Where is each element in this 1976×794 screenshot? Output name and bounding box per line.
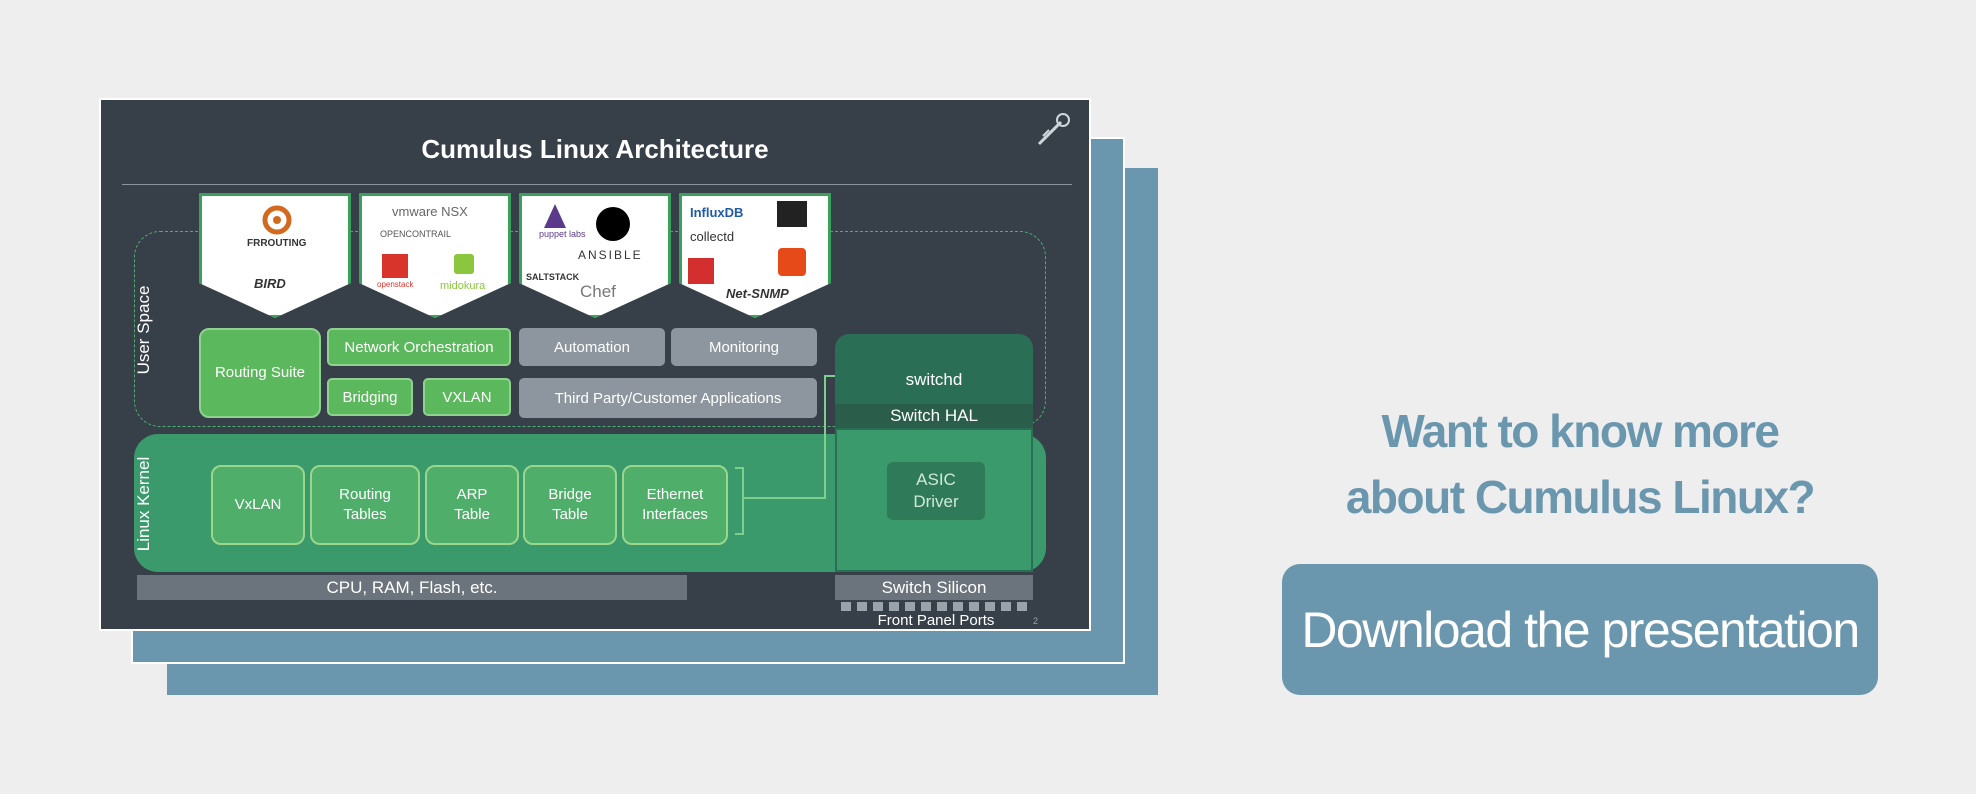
- port-icon: [905, 602, 915, 611]
- port-icon: [921, 602, 931, 611]
- cta-heading-line-1: Want to know more: [1381, 405, 1780, 457]
- zabbix-logo-icon: [688, 258, 714, 284]
- port-icon: [969, 602, 979, 611]
- switch-silicon-bar: Switch Silicon: [835, 575, 1033, 600]
- port-icon: [937, 602, 947, 611]
- bridge-table-block: Bridge Table: [523, 465, 617, 545]
- automation-block: Automation: [519, 328, 665, 366]
- routing-suite-block: Routing Suite: [199, 328, 321, 418]
- dark-logo-icon: [777, 201, 807, 227]
- ethernet-interfaces-block: Ethernet Interfaces: [622, 465, 728, 545]
- collectd-logo-text: collectd: [690, 229, 735, 244]
- port-icon: [985, 602, 995, 611]
- rocket-icon: [1037, 113, 1070, 146]
- frrouting-logo-icon: [262, 205, 292, 235]
- port-icon: [873, 602, 883, 611]
- influxdb-logo-text: InfluxDB: [690, 205, 744, 220]
- download-presentation-button[interactable]: Download the presentation: [1282, 564, 1878, 695]
- switch-hal-block: Switch HAL: [835, 404, 1033, 428]
- saltstack-logo-text: SALTSTACK: [526, 272, 580, 282]
- puppet-logo-icon: [544, 204, 566, 228]
- slide-page-number: 2: [1033, 616, 1039, 626]
- puppet-logo-text: puppet labs: [539, 229, 586, 239]
- grafana-logo-icon: [778, 248, 806, 276]
- port-icon: [953, 602, 963, 611]
- switchd-label: switchd: [905, 370, 963, 389]
- ansible-logo-icon: [596, 207, 630, 241]
- architecture-slide: Cumulus Linux Architecture User Space Li…: [99, 98, 1091, 631]
- ansible-logo-text: ANSIBLE: [578, 248, 643, 262]
- port-icon: [841, 602, 851, 611]
- user-space-label: User Space: [134, 285, 153, 375]
- bird-logo-text: BIRD: [254, 276, 286, 291]
- openstack-logo-text: openstack: [377, 280, 414, 289]
- cta-heading-line-2: about Cumulus Linux?: [1345, 471, 1816, 523]
- kernel-to-switchd-connector: [735, 375, 837, 535]
- cta-heading: Want to know more about Cumulus Linux?: [1300, 398, 1860, 530]
- port-icon: [1017, 602, 1027, 611]
- chef-logo-text: Chef: [580, 282, 616, 301]
- vxlan-block: VXLAN: [423, 378, 511, 416]
- front-panel-ports-label: Front Panel Ports: [877, 612, 995, 629]
- third-party-apps-block: Third Party/Customer Applications: [519, 378, 817, 418]
- download-presentation-label: Download the presentation: [1301, 601, 1860, 658]
- asic-driver-block: ASIC Driver: [887, 462, 985, 520]
- asic-driver-label: ASIC Driver: [913, 470, 959, 511]
- title-divider: [122, 184, 1072, 185]
- linux-kernel-label: Linux Kernel: [134, 456, 153, 552]
- front-panel-ports: [841, 602, 1031, 612]
- switchd-block: switchd: [835, 334, 1033, 406]
- network-orchestration-block: Network Orchestration: [327, 328, 511, 366]
- net-snmp-logo-text: Net-SNMP: [726, 286, 789, 301]
- routing-tables-block: Routing Tables: [310, 465, 420, 545]
- vmware-nsx-logo-text: vmware NSX: [392, 204, 468, 219]
- monitoring-block: Monitoring: [671, 328, 817, 366]
- port-icon: [1001, 602, 1011, 611]
- port-icon: [857, 602, 867, 611]
- port-icon: [889, 602, 899, 611]
- opencontrail-logo-text: OPENCONTRAIL: [380, 229, 452, 239]
- slide-title: Cumulus Linux Architecture: [421, 134, 769, 164]
- midokura-logo-icon: [454, 254, 474, 274]
- kernel-vxlan-block: VxLAN: [211, 465, 305, 545]
- frrouting-logo-text: FRROUTING: [247, 238, 307, 249]
- arp-table-block: ARP Table: [425, 465, 519, 545]
- bridging-block: Bridging: [327, 378, 413, 416]
- cpu-ram-flash-bar: CPU, RAM, Flash, etc.: [137, 575, 687, 600]
- openstack-logo-icon: [382, 254, 408, 278]
- midokura-logo-text: midokura: [440, 280, 486, 292]
